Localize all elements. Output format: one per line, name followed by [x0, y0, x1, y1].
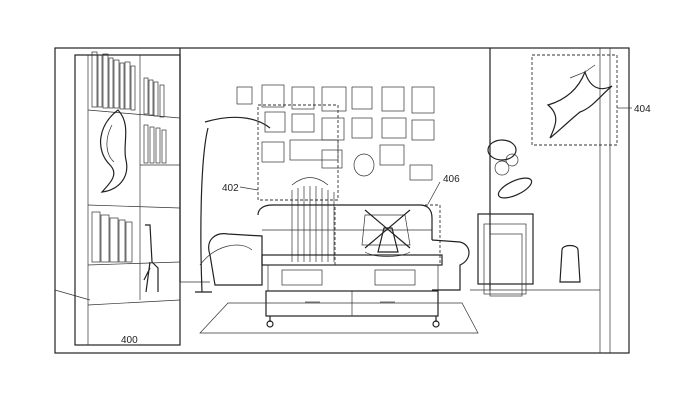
sculpture-icon — [99, 109, 128, 193]
sofa-icon — [199, 204, 470, 291]
figure-frame — [54, 47, 630, 354]
bird-painting-icon — [546, 64, 613, 139]
vase-icon — [559, 244, 581, 283]
ref-label-404: 404 — [634, 104, 651, 115]
gallery-wall-icon — [236, 84, 435, 181]
rug-icon — [199, 302, 479, 334]
windmill-box-406 — [334, 204, 441, 266]
windmill-icon — [364, 209, 411, 257]
hologram-art-icon — [289, 139, 339, 262]
nesting-tables-icon — [477, 213, 534, 297]
ref-label-400: 400 — [121, 335, 138, 346]
bookshelf-icon — [74, 51, 181, 346]
giraffe-icon — [143, 224, 159, 293]
leader-402 — [239, 186, 259, 191]
ref-label-406: 406 — [443, 174, 460, 185]
floating-orbs-icon — [487, 139, 533, 199]
bird-box-404 — [531, 54, 618, 146]
floor-lamp-icon — [195, 116, 271, 293]
ref-label-402: 402 — [222, 183, 239, 194]
hologram-box-402 — [257, 104, 339, 201]
room-walls — [54, 48, 611, 353]
coffee-table-icon — [261, 254, 443, 328]
leader-406 — [427, 181, 441, 205]
